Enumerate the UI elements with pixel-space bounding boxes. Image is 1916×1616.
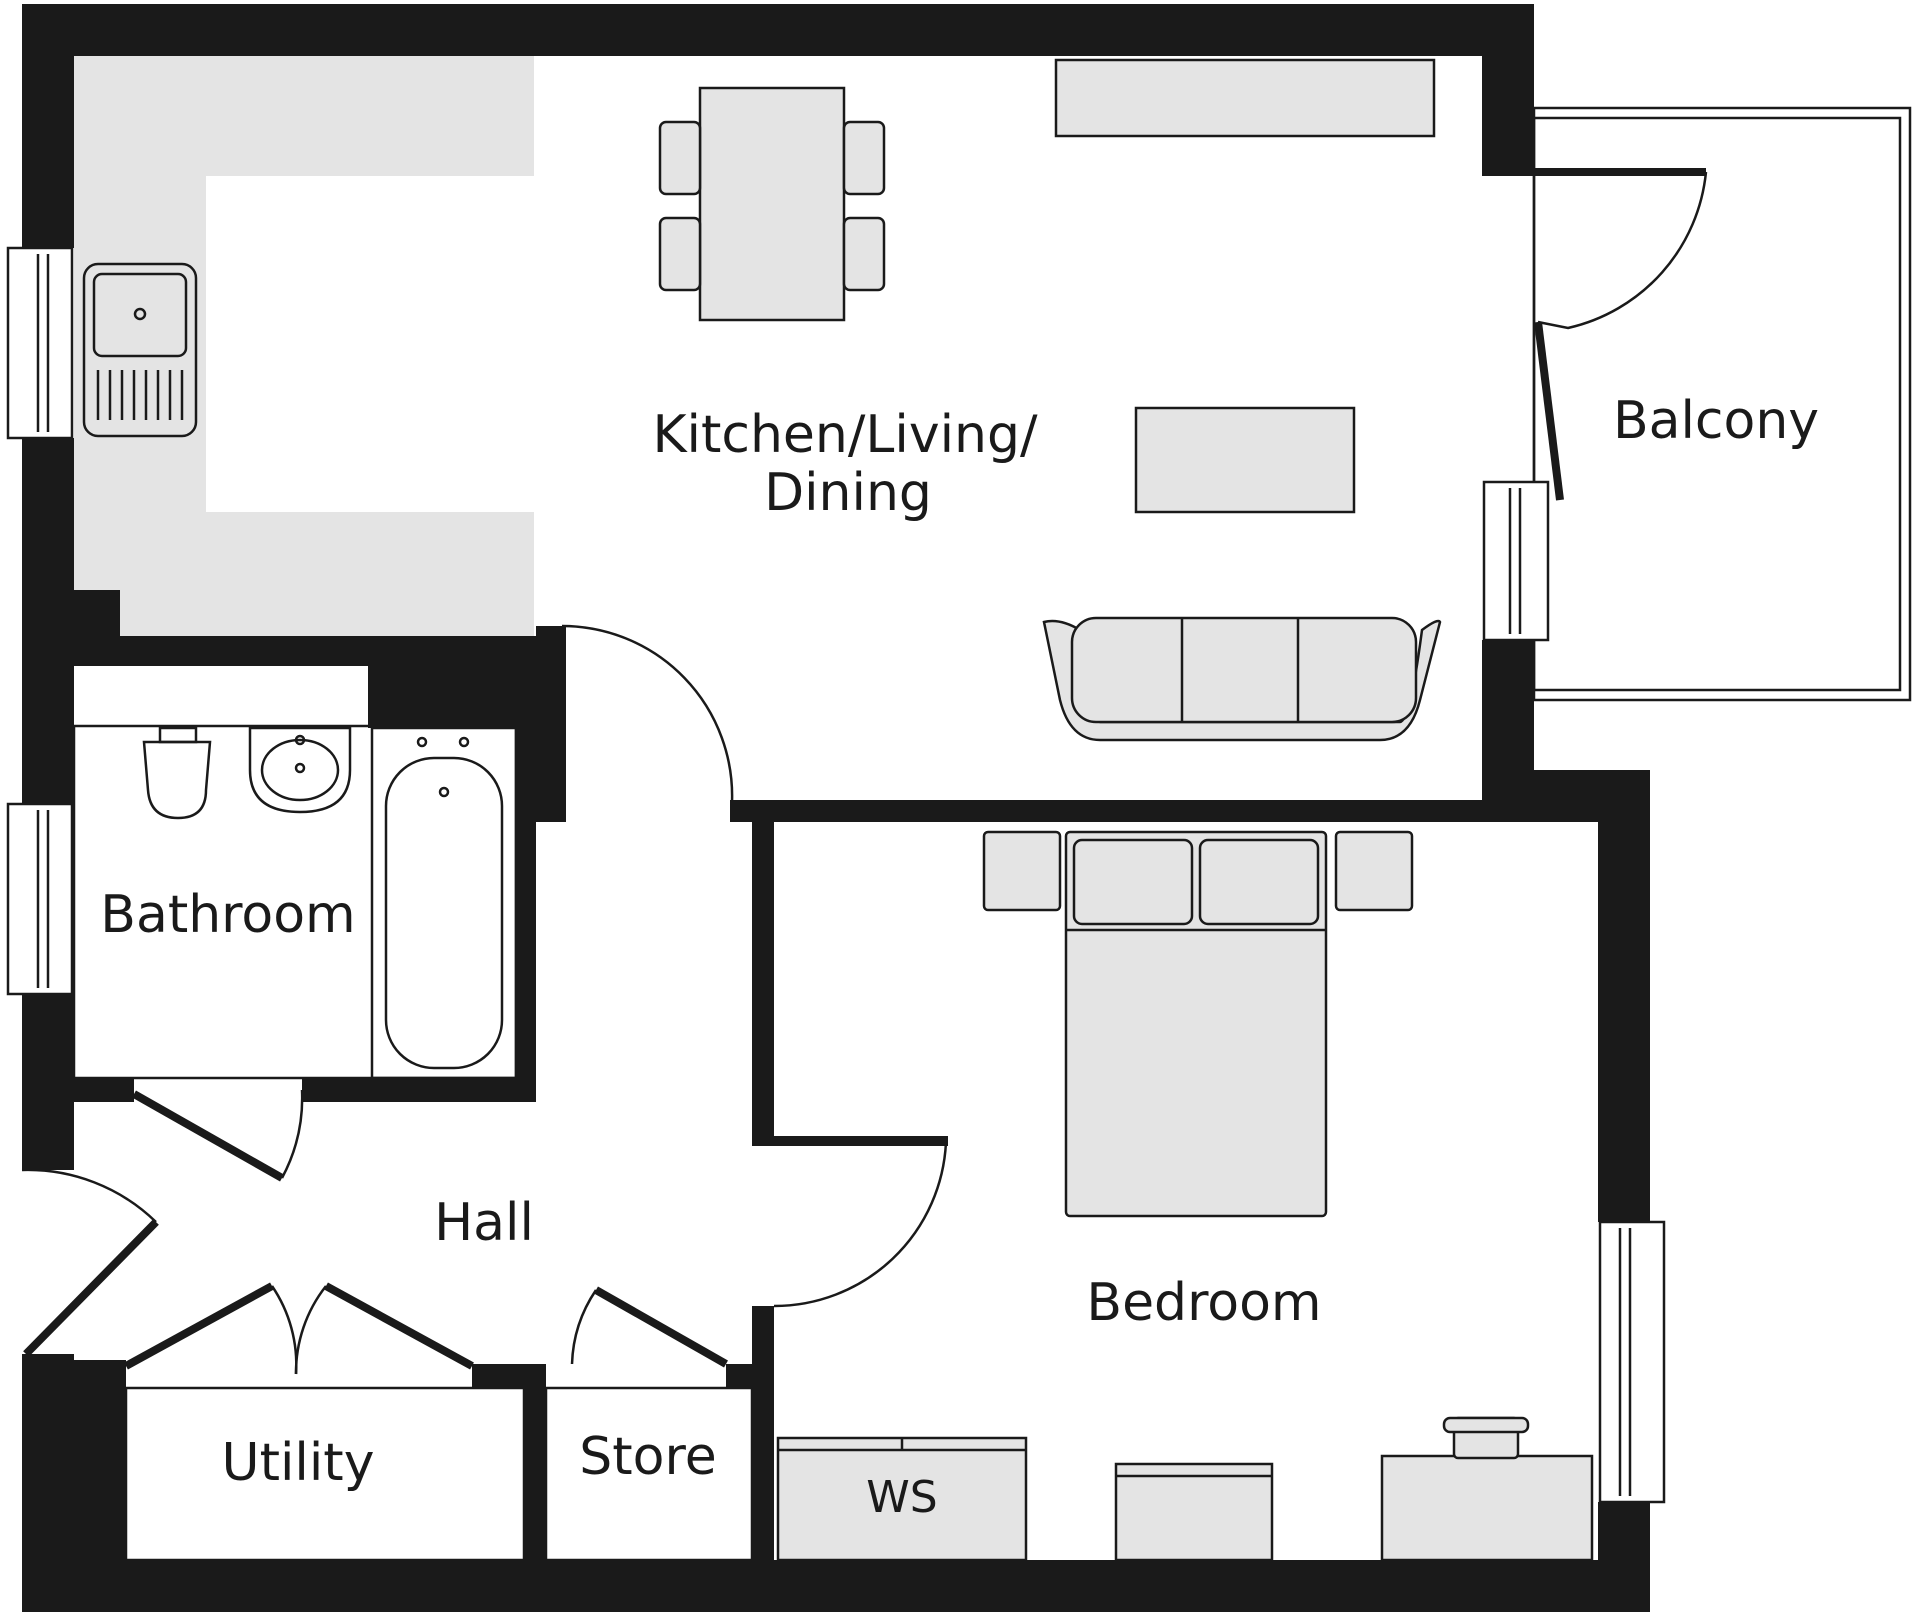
balcony bbox=[1532, 106, 1912, 702]
wardrobe bbox=[776, 1436, 1028, 1562]
kitchen-door bbox=[558, 624, 734, 822]
bathroom-window bbox=[6, 802, 74, 996]
room-label-utility: Utility bbox=[222, 1433, 375, 1493]
room-label-kitchen-living-dining-2: Dining bbox=[764, 463, 932, 523]
living-window bbox=[1482, 480, 1550, 642]
bed bbox=[1064, 830, 1328, 1218]
kitchen-worktop bbox=[74, 56, 534, 636]
hall-doors bbox=[21, 1089, 948, 1375]
pillow bbox=[1198, 838, 1320, 926]
bedroom-furniture bbox=[776, 830, 1594, 1562]
dining-chair bbox=[842, 216, 886, 292]
room-label-store: Store bbox=[579, 1427, 716, 1487]
dining-chair bbox=[658, 120, 702, 196]
dining-chair bbox=[658, 216, 702, 292]
coffee-table bbox=[1134, 406, 1356, 514]
room-label-balcony: Balcony bbox=[1613, 391, 1819, 451]
balcony-door-swing bbox=[1537, 171, 1708, 330]
dining-table bbox=[698, 86, 846, 322]
utility-room bbox=[124, 1386, 526, 1562]
dining-chair bbox=[842, 120, 886, 196]
windows bbox=[6, 246, 1666, 1504]
bedroom-window bbox=[1598, 1220, 1666, 1504]
fixture-label-ws: WS bbox=[866, 1472, 937, 1523]
bathroom-fixtures bbox=[72, 724, 518, 1080]
kitchen-window bbox=[6, 246, 74, 440]
desk bbox=[1380, 1454, 1594, 1562]
washbasin bbox=[248, 726, 352, 814]
sideboard bbox=[1054, 58, 1436, 138]
sofa bbox=[1042, 616, 1442, 742]
toilet bbox=[142, 726, 212, 820]
store-room bbox=[544, 1386, 754, 1562]
room-label-hall: Hall bbox=[434, 1193, 534, 1253]
drainer bbox=[96, 370, 184, 420]
pillow bbox=[1072, 838, 1194, 926]
chest-of-drawers bbox=[1114, 1462, 1274, 1562]
dining-set bbox=[658, 86, 886, 322]
bedside-table bbox=[982, 830, 1062, 912]
room-label-bathroom: Bathroom bbox=[100, 885, 355, 945]
room-label-kitchen-living-dining: Kitchen/Living/ bbox=[652, 405, 1038, 465]
bath bbox=[370, 726, 518, 1080]
balcony-door-leaf bbox=[1534, 321, 1564, 501]
sink bbox=[82, 262, 198, 438]
bedside-table bbox=[1334, 830, 1414, 912]
room-label-bedroom: Bedroom bbox=[1086, 1273, 1321, 1333]
walls bbox=[22, 4, 1650, 1612]
